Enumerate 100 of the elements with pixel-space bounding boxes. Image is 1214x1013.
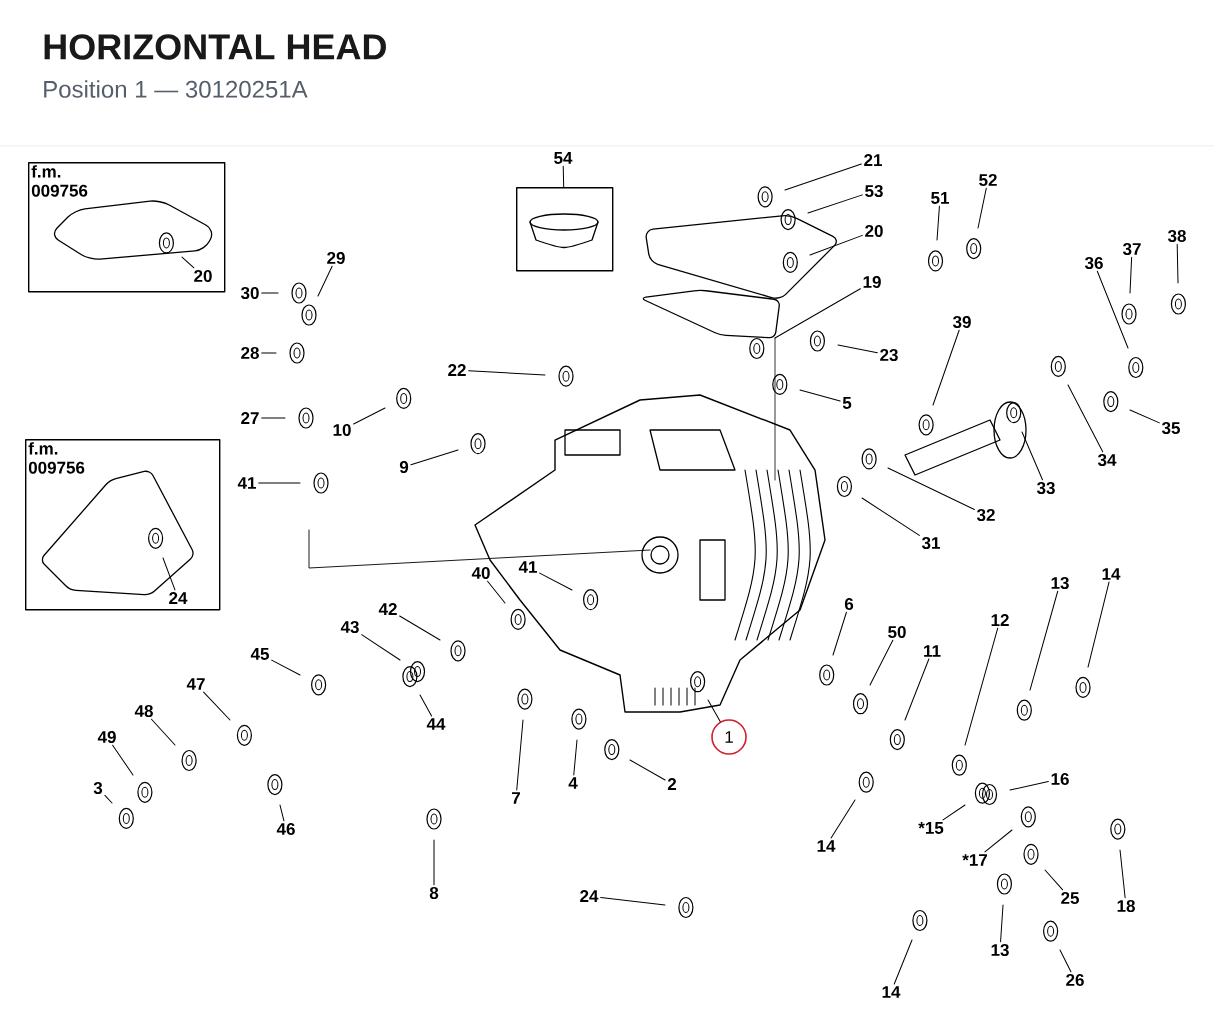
leader-line <box>162 557 176 591</box>
callout-number: 24 <box>580 890 599 902</box>
callout-number: *15 <box>918 822 944 834</box>
callout-number: 30 <box>240 286 259 300</box>
callout-number: 52 <box>979 174 997 187</box>
leader-line <box>1029 590 1059 691</box>
callout-number: 1 <box>711 719 747 755</box>
leader-line <box>433 839 435 886</box>
leader-line <box>1096 270 1129 349</box>
leader-line <box>1119 849 1126 899</box>
part-frame <box>516 187 614 272</box>
leader-line <box>629 759 666 781</box>
leader-line <box>1059 949 1072 973</box>
callout-number: 18 <box>1117 900 1135 913</box>
callout-number: 4 <box>568 777 578 789</box>
leader-line <box>261 352 277 354</box>
leader-line <box>151 718 176 746</box>
callout-number: 14 <box>817 840 836 852</box>
callout-number: 41 <box>237 477 256 489</box>
leader-line <box>784 163 862 191</box>
leader-line <box>1129 409 1160 424</box>
callout-number: 19 <box>863 276 881 289</box>
callout-number: 45 <box>250 648 269 660</box>
leader-line <box>887 467 975 510</box>
callout-number: 47 <box>186 678 205 690</box>
callout-number: 48 <box>134 705 153 718</box>
callout-number: 40 <box>471 567 490 580</box>
callout-number: 24 <box>169 592 188 604</box>
callout-number: 12 <box>991 614 1009 626</box>
leader-line <box>279 804 285 822</box>
leader-line <box>487 580 506 604</box>
leader-line <box>861 497 920 536</box>
callout-number: 35 <box>1161 422 1180 435</box>
callout-number: 25 <box>1061 892 1079 905</box>
callout-number: 39 <box>952 315 971 329</box>
callout-number: 26 <box>1066 974 1084 987</box>
leader-line <box>203 691 231 721</box>
callout-number: 34 <box>1097 454 1117 467</box>
leader-line <box>419 694 433 717</box>
callout-number: 27 <box>241 412 259 424</box>
leader-line <box>1087 581 1110 668</box>
callout-number: 14 <box>1102 568 1121 580</box>
callout-number: 49 <box>97 731 116 744</box>
leader-line <box>353 407 386 425</box>
callout-number: *17 <box>962 854 987 866</box>
callout-number: 37 <box>1122 242 1141 256</box>
leader-line <box>936 205 940 241</box>
leader-line <box>807 194 863 214</box>
callout-number: 21 <box>864 154 882 166</box>
callout-number: 20 <box>194 270 212 283</box>
leader-line <box>977 187 987 229</box>
leader-line <box>799 389 841 402</box>
subtitle: Position 1 — 30120251A <box>44 80 308 98</box>
leader-line <box>399 615 441 641</box>
callout-number: 51 <box>931 192 949 204</box>
leader-line <box>904 658 930 721</box>
callout-number: 6 <box>844 598 854 611</box>
leader-line <box>1129 256 1133 294</box>
callout-number: 22 <box>448 364 466 376</box>
leader-line <box>832 611 847 656</box>
callout-number: 20 <box>865 225 883 238</box>
callout-number: 13 <box>991 944 1009 957</box>
callout-number: 54 <box>554 152 573 164</box>
callout-number: 3 <box>93 782 103 795</box>
leader-line <box>104 794 113 804</box>
callout-number: 46 <box>276 823 295 836</box>
leader-line <box>964 627 999 746</box>
callout-number: 29 <box>327 252 345 265</box>
leader-line <box>271 659 301 676</box>
callout-number: 5 <box>842 397 852 409</box>
leader-line <box>1044 869 1064 891</box>
callout-number: 32 <box>976 509 995 522</box>
leader-line <box>261 417 286 419</box>
callout-number: 38 <box>1167 229 1186 243</box>
callout-number: 43 <box>340 621 359 634</box>
leader-line <box>516 719 524 791</box>
callout-number: 16 <box>1051 773 1069 786</box>
callout-number: 9 <box>399 461 409 474</box>
leader-line <box>1009 781 1049 791</box>
leader-line <box>942 804 966 821</box>
callout-number: 50 <box>888 626 906 639</box>
leader-line <box>361 634 401 661</box>
leader-line <box>1176 243 1179 284</box>
callout-number: 28 <box>241 347 259 360</box>
leader-line <box>562 165 565 188</box>
callout-number: 33 <box>1036 482 1055 495</box>
leader-line <box>573 739 578 776</box>
callout-number: 53 <box>865 184 883 198</box>
callout-number: 14 <box>882 986 901 998</box>
leader-line <box>258 482 301 484</box>
leader-line <box>181 256 195 269</box>
callout-number: 8 <box>429 887 439 900</box>
callout-number: 23 <box>880 349 898 362</box>
leader-line <box>1067 384 1104 453</box>
leader-line <box>932 329 960 406</box>
title: HORIZONTAL HEAD <box>44 34 386 60</box>
leader-line <box>600 896 666 906</box>
leader-line <box>468 370 546 376</box>
callout-number: 44 <box>426 718 446 730</box>
leader-line <box>774 288 861 339</box>
